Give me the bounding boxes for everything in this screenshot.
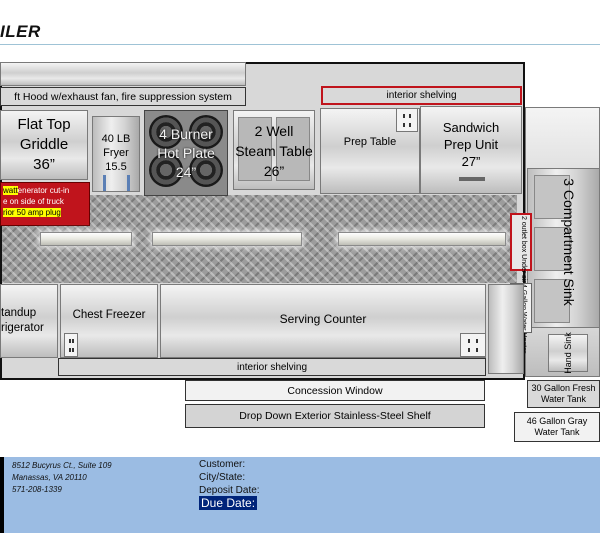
three-compartment-sink: 3 Compartment Sink <box>527 168 600 328</box>
sink-basin <box>534 227 570 271</box>
address-line-2: Manassas, VA 20110 <box>12 473 87 482</box>
outlet-icon <box>460 333 486 357</box>
info-band-left-edge <box>0 457 4 533</box>
sandwich-unit-handle <box>459 177 485 181</box>
steam-well <box>238 117 272 181</box>
refrigerator-line-1: tandup <box>1 307 37 319</box>
outlet-slot <box>403 114 405 118</box>
company-address: 8512 Bucyrus Ct., Suite 109 Manassas, VA… <box>12 460 182 496</box>
serving-counter-label: Serving Counter <box>279 312 367 326</box>
prep-table-label: Prep Table <box>343 136 397 148</box>
outlet-slot <box>468 339 471 343</box>
customer-fields: Customer: City/State: Deposit Date: Due … <box>199 458 399 511</box>
ceiling-light <box>338 232 506 246</box>
due-date-label: Due Date: <box>199 496 258 510</box>
griddle-line-3: 36” <box>33 156 55 173</box>
outlet-slot <box>468 348 471 352</box>
generator-line-3: rior 50 amp plug <box>3 208 61 217</box>
ceiling-light <box>40 232 132 246</box>
hot-plate-line-2: Hot Plate <box>157 144 215 161</box>
outlet-box-label: 2 outlet box Under sink <box>520 216 527 288</box>
generator-note: wattenerator cut-in e on side of truck r… <box>0 182 90 226</box>
chest-freezer-label: Chest Freezer <box>72 309 146 321</box>
sandwich-line-1: Sandwich <box>442 119 500 135</box>
title-divider <box>0 44 600 45</box>
sandwich-line-3: 27” <box>461 153 481 169</box>
outlet-slot <box>68 339 71 343</box>
steam-table-line-1: 2 Well <box>254 123 294 139</box>
steam-well <box>276 117 310 181</box>
fryer: 40 LB Fryer 15.5 <box>92 116 140 192</box>
city-state-label: City/State: <box>199 472 246 483</box>
steam-table: 2 Well Steam Table 26” <box>233 110 315 190</box>
sandwich-line-2: Prep Unit <box>443 136 499 152</box>
burner-icon <box>149 153 183 187</box>
address-line-1: 8512 Bucyrus Ct., Suite 109 <box>12 461 112 470</box>
hot-plate-line-3: 24” <box>175 163 197 180</box>
page-title: ILER <box>0 22 41 41</box>
burner-icon <box>189 115 223 149</box>
address-line-3: 571-208-1339 <box>12 485 62 494</box>
info-band <box>0 457 600 533</box>
fryer-basket-handle-left <box>103 175 106 191</box>
fryer-basket-handle-right <box>127 175 130 191</box>
interior-shelving-top: interior shelving <box>321 86 522 105</box>
generator-line-1: enerator cut-in <box>17 186 70 195</box>
hand-sink: Hand Sink <box>548 332 588 374</box>
counter-end-panel <box>488 284 524 374</box>
hot-plate-line-1: 4 Burner <box>159 125 213 142</box>
generator-line-2: e on side of truck <box>3 197 64 206</box>
outlet-box-under-sink: 2 outlet box Under sink <box>510 213 532 288</box>
serving-counter: Serving Counter <box>160 284 486 358</box>
griddle-line-1: Flat Top <box>17 116 71 133</box>
fryer-line-3: 15.5 <box>105 161 127 173</box>
outlet-slot <box>403 123 405 127</box>
outlet-slot <box>72 348 75 352</box>
concession-window: Concession Window <box>185 380 485 401</box>
outlet-icon <box>396 108 418 132</box>
outlet-icon <box>64 333 78 357</box>
outlet-slot <box>409 123 412 127</box>
customer-label: Customer: <box>199 459 246 470</box>
sandwich-prep-unit: Sandwich Prep Unit 27” <box>420 106 522 194</box>
hood-label: ft Hood w/exhaust fan, fire suppression … <box>0 87 246 106</box>
hot-plate: 4 Burner Hot Plate 24” <box>144 110 228 196</box>
sink-basin <box>534 175 570 219</box>
fryer-line-2: Fryer <box>103 147 129 159</box>
gray-water-tank: 46 Gallon Gray Water Tank <box>514 412 600 442</box>
burner-icon <box>189 153 223 187</box>
refrigerator-line-2: rigerator <box>1 322 44 334</box>
interior-shelving-bottom: interior shelving <box>58 358 486 376</box>
drop-down-shelf: Drop Down Exterior Stainless-Steel Shelf <box>185 404 485 428</box>
ceiling-light <box>152 232 302 246</box>
burner-icon <box>149 115 183 149</box>
steam-table-line-3: 26” <box>263 163 285 179</box>
compartment-sink-label: 3 Compartment Sink <box>561 178 577 306</box>
fryer-line-1: 40 LB <box>101 133 131 145</box>
fresh-water-tank: 30 Gallon Fresh Water Tank <box>527 380 600 408</box>
outlet-slot <box>72 339 75 343</box>
steam-table-line-2: Steam Table <box>235 143 313 159</box>
deposit-date-label: Deposit Date: <box>199 485 260 496</box>
generator-watt: watt <box>3 186 18 195</box>
outlet-slot <box>409 114 412 118</box>
outlet-slot <box>475 339 478 343</box>
sink-basin <box>534 279 570 323</box>
griddle-line-2: Griddle <box>19 136 69 153</box>
flat-top-griddle: Flat Top Griddle 36” <box>0 110 88 180</box>
exhaust-hood <box>0 62 246 86</box>
hand-sink-label: Hand Sink <box>563 332 573 374</box>
standup-refrigerator: tandup rigerator <box>0 284 58 358</box>
outlet-slot <box>68 348 71 352</box>
outlet-slot <box>475 348 478 352</box>
